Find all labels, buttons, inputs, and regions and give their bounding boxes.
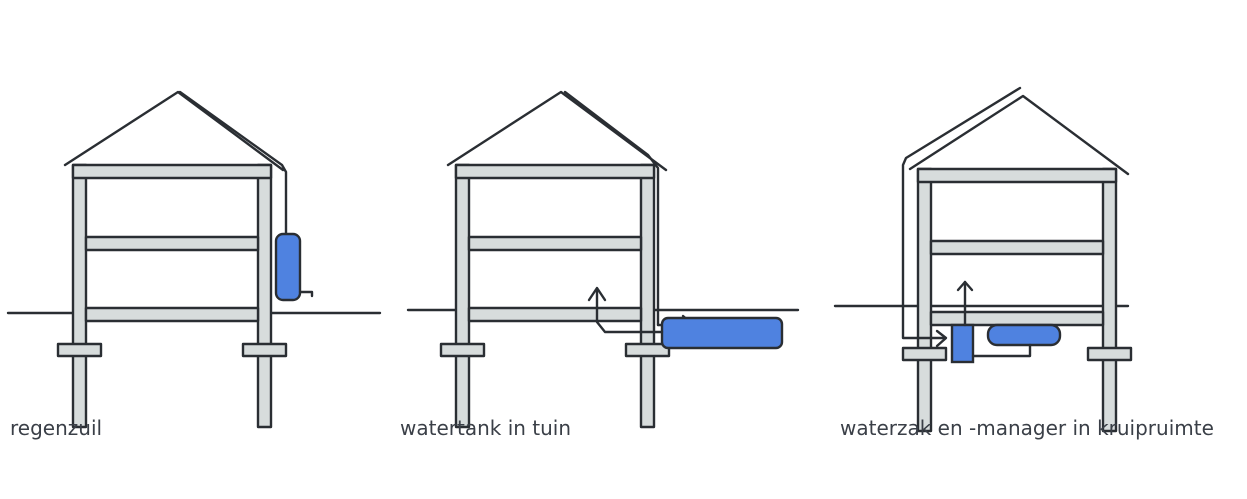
house-waterzak-kruipruimte [833,86,1133,433]
rain-column [274,232,302,302]
caption-watertank: watertank in tuin [400,416,572,440]
water-bag [986,323,1062,347]
downpipe [901,86,1022,340]
arrow-up-icon [956,280,974,292]
house-regenzuil [6,90,382,429]
water-manager [950,323,975,364]
arrow-up-icon [587,286,607,302]
supply-pipe [595,288,664,334]
caption-regenzuil: regenzuil [10,416,103,440]
caption-waterzak: waterzak en -manager in kruipruimte [840,416,1214,440]
downpipe [563,90,660,327]
water-tank [660,316,784,350]
downpipe [178,90,288,238]
house-watertank-tuin [406,90,800,429]
